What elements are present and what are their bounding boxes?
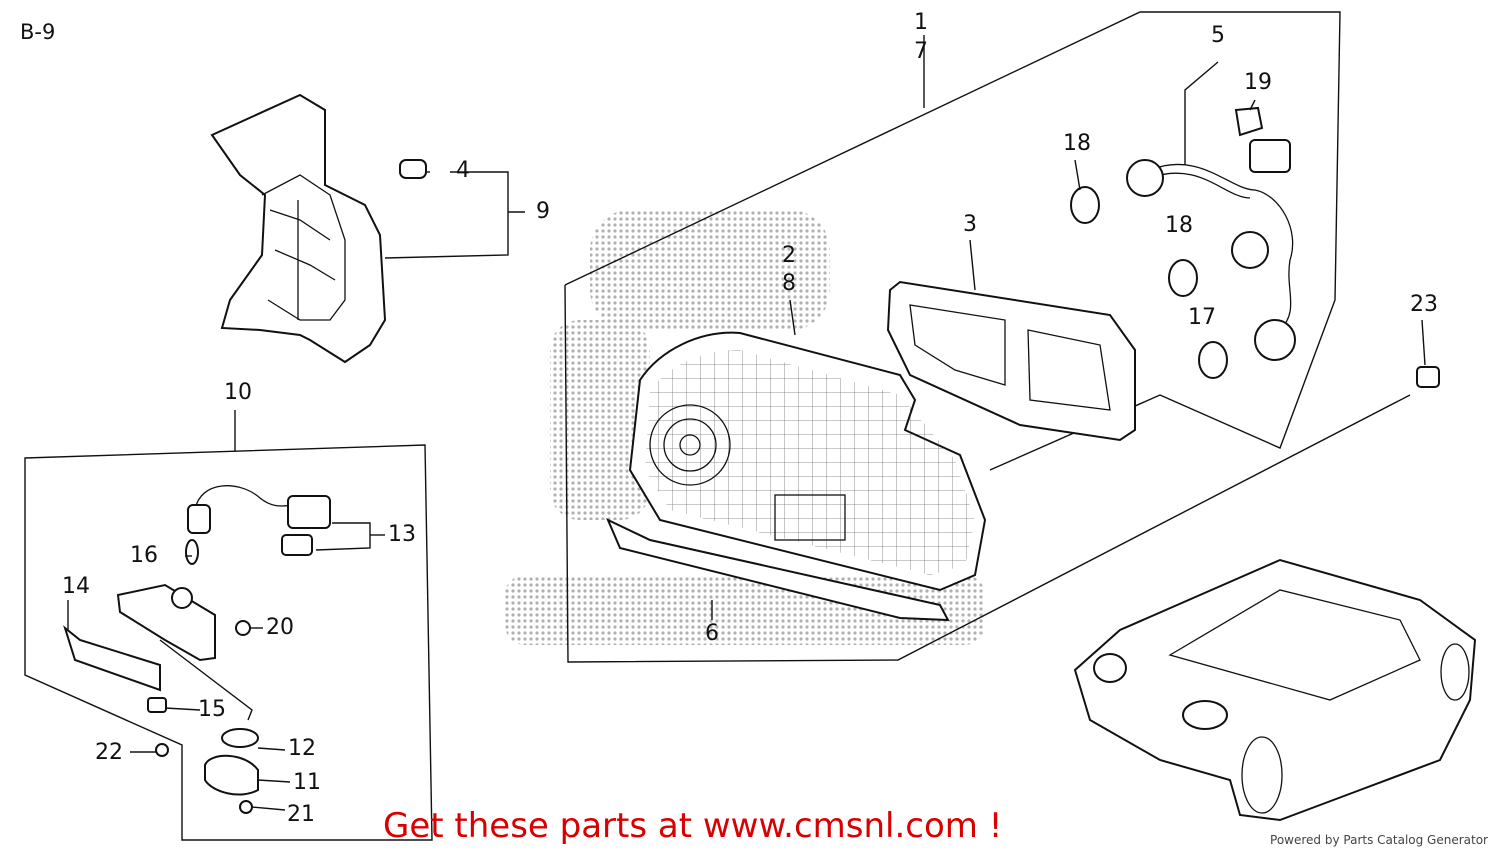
- page-code: B-9: [20, 20, 56, 44]
- side-cover-part: [210, 93, 427, 364]
- callout-7: 7: [914, 39, 928, 64]
- callout-10: 10: [224, 380, 252, 405]
- callout-18-lower: 18: [1165, 213, 1193, 238]
- license-light-group-box: [24, 410, 433, 841]
- callout-5: 5: [1211, 23, 1225, 48]
- license-harness-part: [185, 485, 331, 565]
- callout-3: 3: [963, 212, 977, 237]
- callout-11: 11: [293, 770, 321, 795]
- callout-15: 15: [198, 697, 226, 722]
- callout-22: 22: [95, 740, 123, 765]
- callout-4: 4: [456, 158, 470, 183]
- callout-16: 16: [130, 543, 158, 568]
- powered-by-footer: Powered by Parts Catalog Generator: [1270, 833, 1488, 847]
- tail-light-lens-part: [606, 331, 987, 622]
- callout-20: 20: [266, 615, 294, 640]
- callout-12: 12: [288, 736, 316, 761]
- leader-lines: [67, 99, 1426, 811]
- callout-9: 9: [536, 199, 550, 224]
- tail-light-group-box: [564, 11, 1411, 663]
- callout-19: 19: [1244, 70, 1272, 95]
- car-location-sketch: [1073, 558, 1477, 822]
- gasket-part: [886, 280, 1136, 442]
- callout-23: 23: [1410, 292, 1438, 317]
- callout-8: 8: [782, 271, 796, 296]
- callout-17: 17: [1188, 305, 1216, 330]
- license-bracket-part: [63, 583, 259, 814]
- socket-harness-part: [1070, 61, 1440, 388]
- callout-13: 13: [388, 522, 416, 547]
- cmsnl-promo-link[interactable]: Get these parts at www.cmsnl.com !: [383, 806, 1003, 846]
- callout-18-upper: 18: [1063, 131, 1091, 156]
- callout-1: 1: [914, 10, 928, 35]
- callout-6: 6: [705, 621, 719, 646]
- callout-2: 2: [782, 243, 796, 268]
- callout-14: 14: [62, 574, 90, 599]
- callout-21: 21: [287, 802, 315, 827]
